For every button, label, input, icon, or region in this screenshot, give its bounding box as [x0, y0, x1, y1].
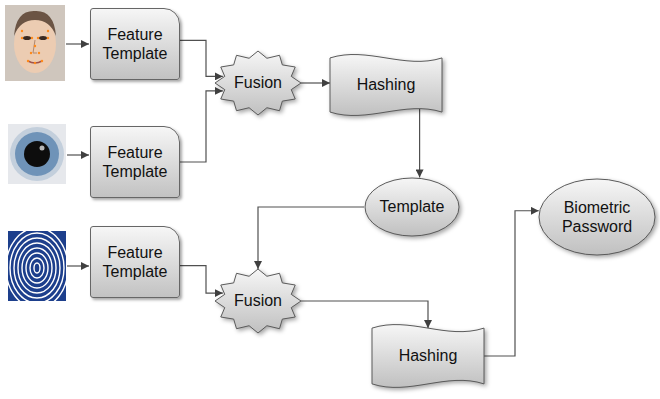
fingerprint-ridges	[8, 231, 66, 301]
leader-arrow	[67, 265, 89, 266]
iris-background	[8, 124, 66, 184]
template-ellipse-fill	[365, 178, 459, 236]
flow-arrow	[258, 207, 364, 269]
eye-highlight	[40, 146, 45, 151]
node-text-block: Feature Template	[97, 243, 173, 281]
node-text-block: Biometric Password	[553, 198, 640, 236]
node-text-block: Fusion	[234, 73, 282, 92]
password-ellipse-outline	[538, 178, 656, 256]
node-text-block: Hashing	[399, 346, 458, 365]
flow-arrow	[180, 40, 223, 76]
node-label: Feature Template	[97, 25, 173, 63]
hashing-shape: Hashing	[372, 322, 484, 390]
fusion-star: Fusion	[214, 268, 302, 334]
node-label: Feature Template	[97, 243, 173, 281]
node-label: Hashing	[357, 75, 416, 94]
node-label: Template	[380, 197, 445, 216]
fingerprint-image	[6, 228, 68, 308]
feature-template-box: Feature Template	[90, 126, 180, 198]
leader-arrows	[66, 44, 89, 266]
flow-arrow	[301, 301, 428, 328]
fusion-star-fill	[215, 269, 301, 333]
node-text-block: Fusion	[234, 291, 282, 310]
iris-image	[8, 124, 66, 184]
flow-arrow	[180, 266, 223, 293]
feature-template-box: Feature Template	[90, 226, 180, 298]
face-eye	[23, 36, 31, 40]
fusion-star: Fusion	[214, 50, 302, 116]
face-landmarks	[21, 30, 49, 64]
hashing-shape-fill	[330, 55, 442, 116]
hashing-shape-fill	[372, 325, 484, 388]
face-image	[5, 5, 65, 81]
node-text-block: Feature Template	[97, 25, 173, 63]
face-nose	[33, 40, 37, 53]
feature-template-box: Feature Template	[90, 8, 180, 80]
pupil	[24, 141, 50, 167]
flow-arrow	[484, 211, 539, 356]
face-hair	[14, 11, 56, 36]
node-label: Hashing	[399, 346, 458, 365]
hashing-shape: Hashing	[330, 52, 442, 118]
node-text-block: Template	[380, 197, 445, 216]
face-eye	[39, 36, 47, 40]
node-text-block: Hashing	[357, 75, 416, 94]
node-label: Fusion	[234, 291, 282, 310]
leader-arrow	[67, 154, 89, 155]
node-text-block: Feature Template	[97, 143, 173, 181]
flow-arrow	[419, 109, 420, 178]
fusion-star-fill	[215, 51, 301, 115]
flow-arrow	[301, 82, 330, 83]
node-label: Feature Template	[97, 143, 173, 181]
iris-ring	[15, 132, 59, 176]
node-label: Biometric Password	[553, 198, 640, 236]
password-ellipse-fill	[539, 179, 655, 255]
password-ellipse: Biometric Password	[538, 178, 656, 256]
leader-arrow	[66, 43, 89, 44]
flow-arrow	[180, 91, 223, 162]
template-ellipse: Template	[364, 177, 460, 237]
face-background	[5, 5, 65, 81]
eye-white	[10, 127, 64, 181]
node-label: Fusion	[234, 73, 282, 92]
